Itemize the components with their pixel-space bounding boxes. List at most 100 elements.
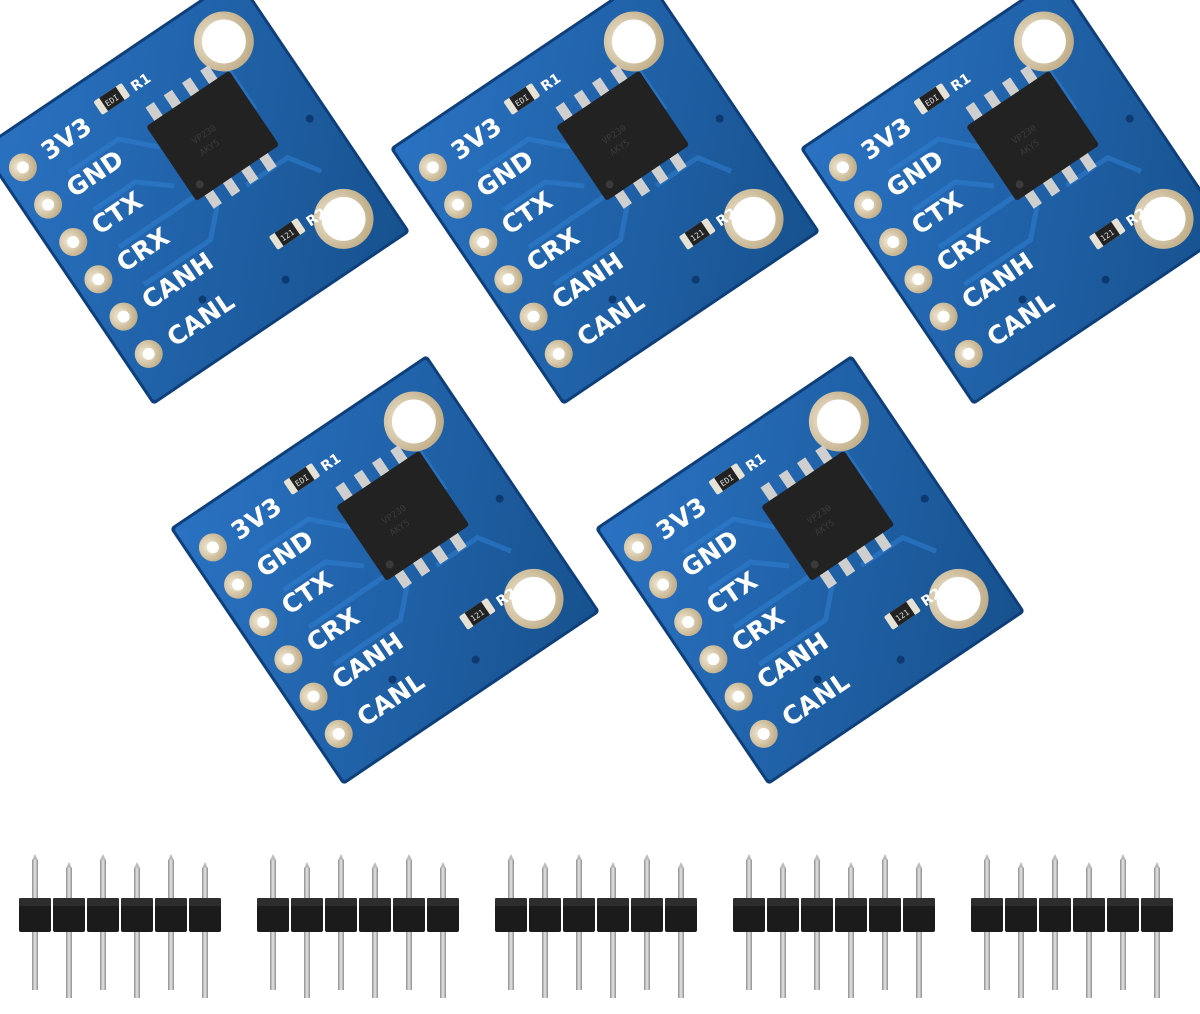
chip-lead bbox=[855, 543, 874, 565]
chip-lead bbox=[1020, 65, 1039, 86]
chip-lead bbox=[815, 445, 834, 466]
via bbox=[896, 655, 905, 664]
via bbox=[198, 295, 207, 304]
chip-lead bbox=[760, 482, 779, 503]
pcb-trace bbox=[117, 194, 196, 250]
pin-hole bbox=[657, 578, 670, 591]
pin-hole bbox=[937, 310, 950, 323]
chip-lead bbox=[221, 175, 241, 197]
pcb-trace bbox=[682, 516, 776, 555]
pin-hole bbox=[67, 235, 80, 248]
chip-lead bbox=[258, 151, 277, 172]
header-plastic-highlight bbox=[359, 898, 391, 906]
header-plastic-highlight bbox=[529, 898, 561, 906]
header-pin bbox=[678, 868, 684, 998]
header-plastic-highlight bbox=[971, 898, 1003, 906]
header-pin-tip bbox=[1018, 862, 1024, 868]
pin-hole bbox=[332, 727, 345, 740]
header-plastic-highlight bbox=[121, 898, 153, 906]
chip-lead bbox=[371, 457, 391, 478]
header-plastic-highlight bbox=[189, 898, 221, 906]
pin-hole bbox=[142, 347, 155, 360]
header-plastic-highlight bbox=[1005, 898, 1037, 906]
pcb-trace bbox=[912, 179, 995, 213]
pin-hole bbox=[757, 727, 770, 740]
pin-hole bbox=[282, 653, 295, 666]
header-pin bbox=[1154, 868, 1160, 998]
pcb-trace bbox=[67, 136, 161, 175]
chip-body bbox=[762, 451, 894, 580]
chip-lead bbox=[448, 531, 467, 552]
header-plastic-highlight bbox=[495, 898, 527, 906]
pcb-trace bbox=[502, 179, 585, 213]
header-plastic-highlight bbox=[1039, 898, 1071, 906]
chip-lead bbox=[353, 469, 373, 491]
pin-hole bbox=[257, 615, 270, 628]
header-plastic bbox=[427, 898, 459, 932]
header-pin bbox=[66, 868, 72, 998]
chip-lead bbox=[1078, 151, 1097, 172]
header-pin bbox=[542, 868, 548, 998]
header-plastic-highlight bbox=[1141, 898, 1173, 906]
via bbox=[281, 275, 290, 284]
header-pin bbox=[372, 868, 378, 998]
pin-hole bbox=[206, 541, 219, 554]
via bbox=[1101, 275, 1110, 284]
pin-hole bbox=[552, 347, 565, 360]
pin-hole bbox=[707, 653, 720, 666]
header-plastic-highlight bbox=[869, 898, 901, 906]
pin-hole bbox=[836, 161, 849, 174]
via bbox=[471, 655, 480, 664]
header-plastic bbox=[1107, 898, 1139, 932]
mounting-hole bbox=[611, 19, 656, 64]
pcb-trace bbox=[477, 136, 571, 175]
header-plastic-highlight bbox=[53, 898, 85, 906]
header-plastic bbox=[1039, 898, 1071, 932]
pcb-trace bbox=[142, 204, 220, 287]
resistor-r2-body bbox=[464, 601, 491, 627]
chip-lead bbox=[778, 469, 798, 491]
header-pin-tip bbox=[848, 862, 854, 868]
pin-hole bbox=[862, 198, 875, 211]
header-plastic bbox=[87, 898, 119, 932]
mounting-hole bbox=[511, 576, 556, 621]
header-pin bbox=[202, 868, 208, 998]
header-pin-tip bbox=[270, 854, 276, 860]
header-plastic-highlight bbox=[393, 898, 425, 906]
header-pin-tip bbox=[1154, 862, 1160, 868]
chip-lead bbox=[163, 89, 183, 111]
header-plastic bbox=[869, 898, 901, 932]
chip-lead bbox=[1001, 77, 1021, 98]
via bbox=[920, 494, 929, 503]
chip-lead bbox=[390, 445, 409, 466]
header-plastic-highlight bbox=[665, 898, 697, 906]
pcb-trace bbox=[859, 534, 938, 568]
mounting-hole bbox=[321, 196, 366, 241]
chip-lead bbox=[145, 102, 164, 123]
header-plastic bbox=[325, 898, 357, 932]
header-pin-tip bbox=[916, 862, 922, 868]
header-pin-tip bbox=[576, 854, 582, 860]
chip-lead bbox=[555, 102, 574, 123]
chip-lead bbox=[1060, 163, 1079, 185]
header-pin-tip bbox=[372, 862, 378, 868]
chip-body bbox=[147, 71, 279, 200]
chip-pin1-dot bbox=[1015, 180, 1024, 189]
header-pin-tip bbox=[746, 854, 752, 860]
chip-pin1-dot bbox=[195, 180, 204, 189]
header-plastic bbox=[53, 898, 85, 932]
chip-lead bbox=[873, 531, 892, 552]
pin-hole bbox=[887, 235, 900, 248]
header-plastic-highlight bbox=[733, 898, 765, 906]
via bbox=[305, 114, 314, 123]
header-pin-tip bbox=[406, 854, 412, 860]
pcb-trace bbox=[527, 194, 606, 250]
chip-lead bbox=[1023, 188, 1042, 209]
chip-lead bbox=[613, 188, 632, 209]
pin-header bbox=[257, 854, 459, 998]
chip-lead bbox=[983, 89, 1003, 111]
